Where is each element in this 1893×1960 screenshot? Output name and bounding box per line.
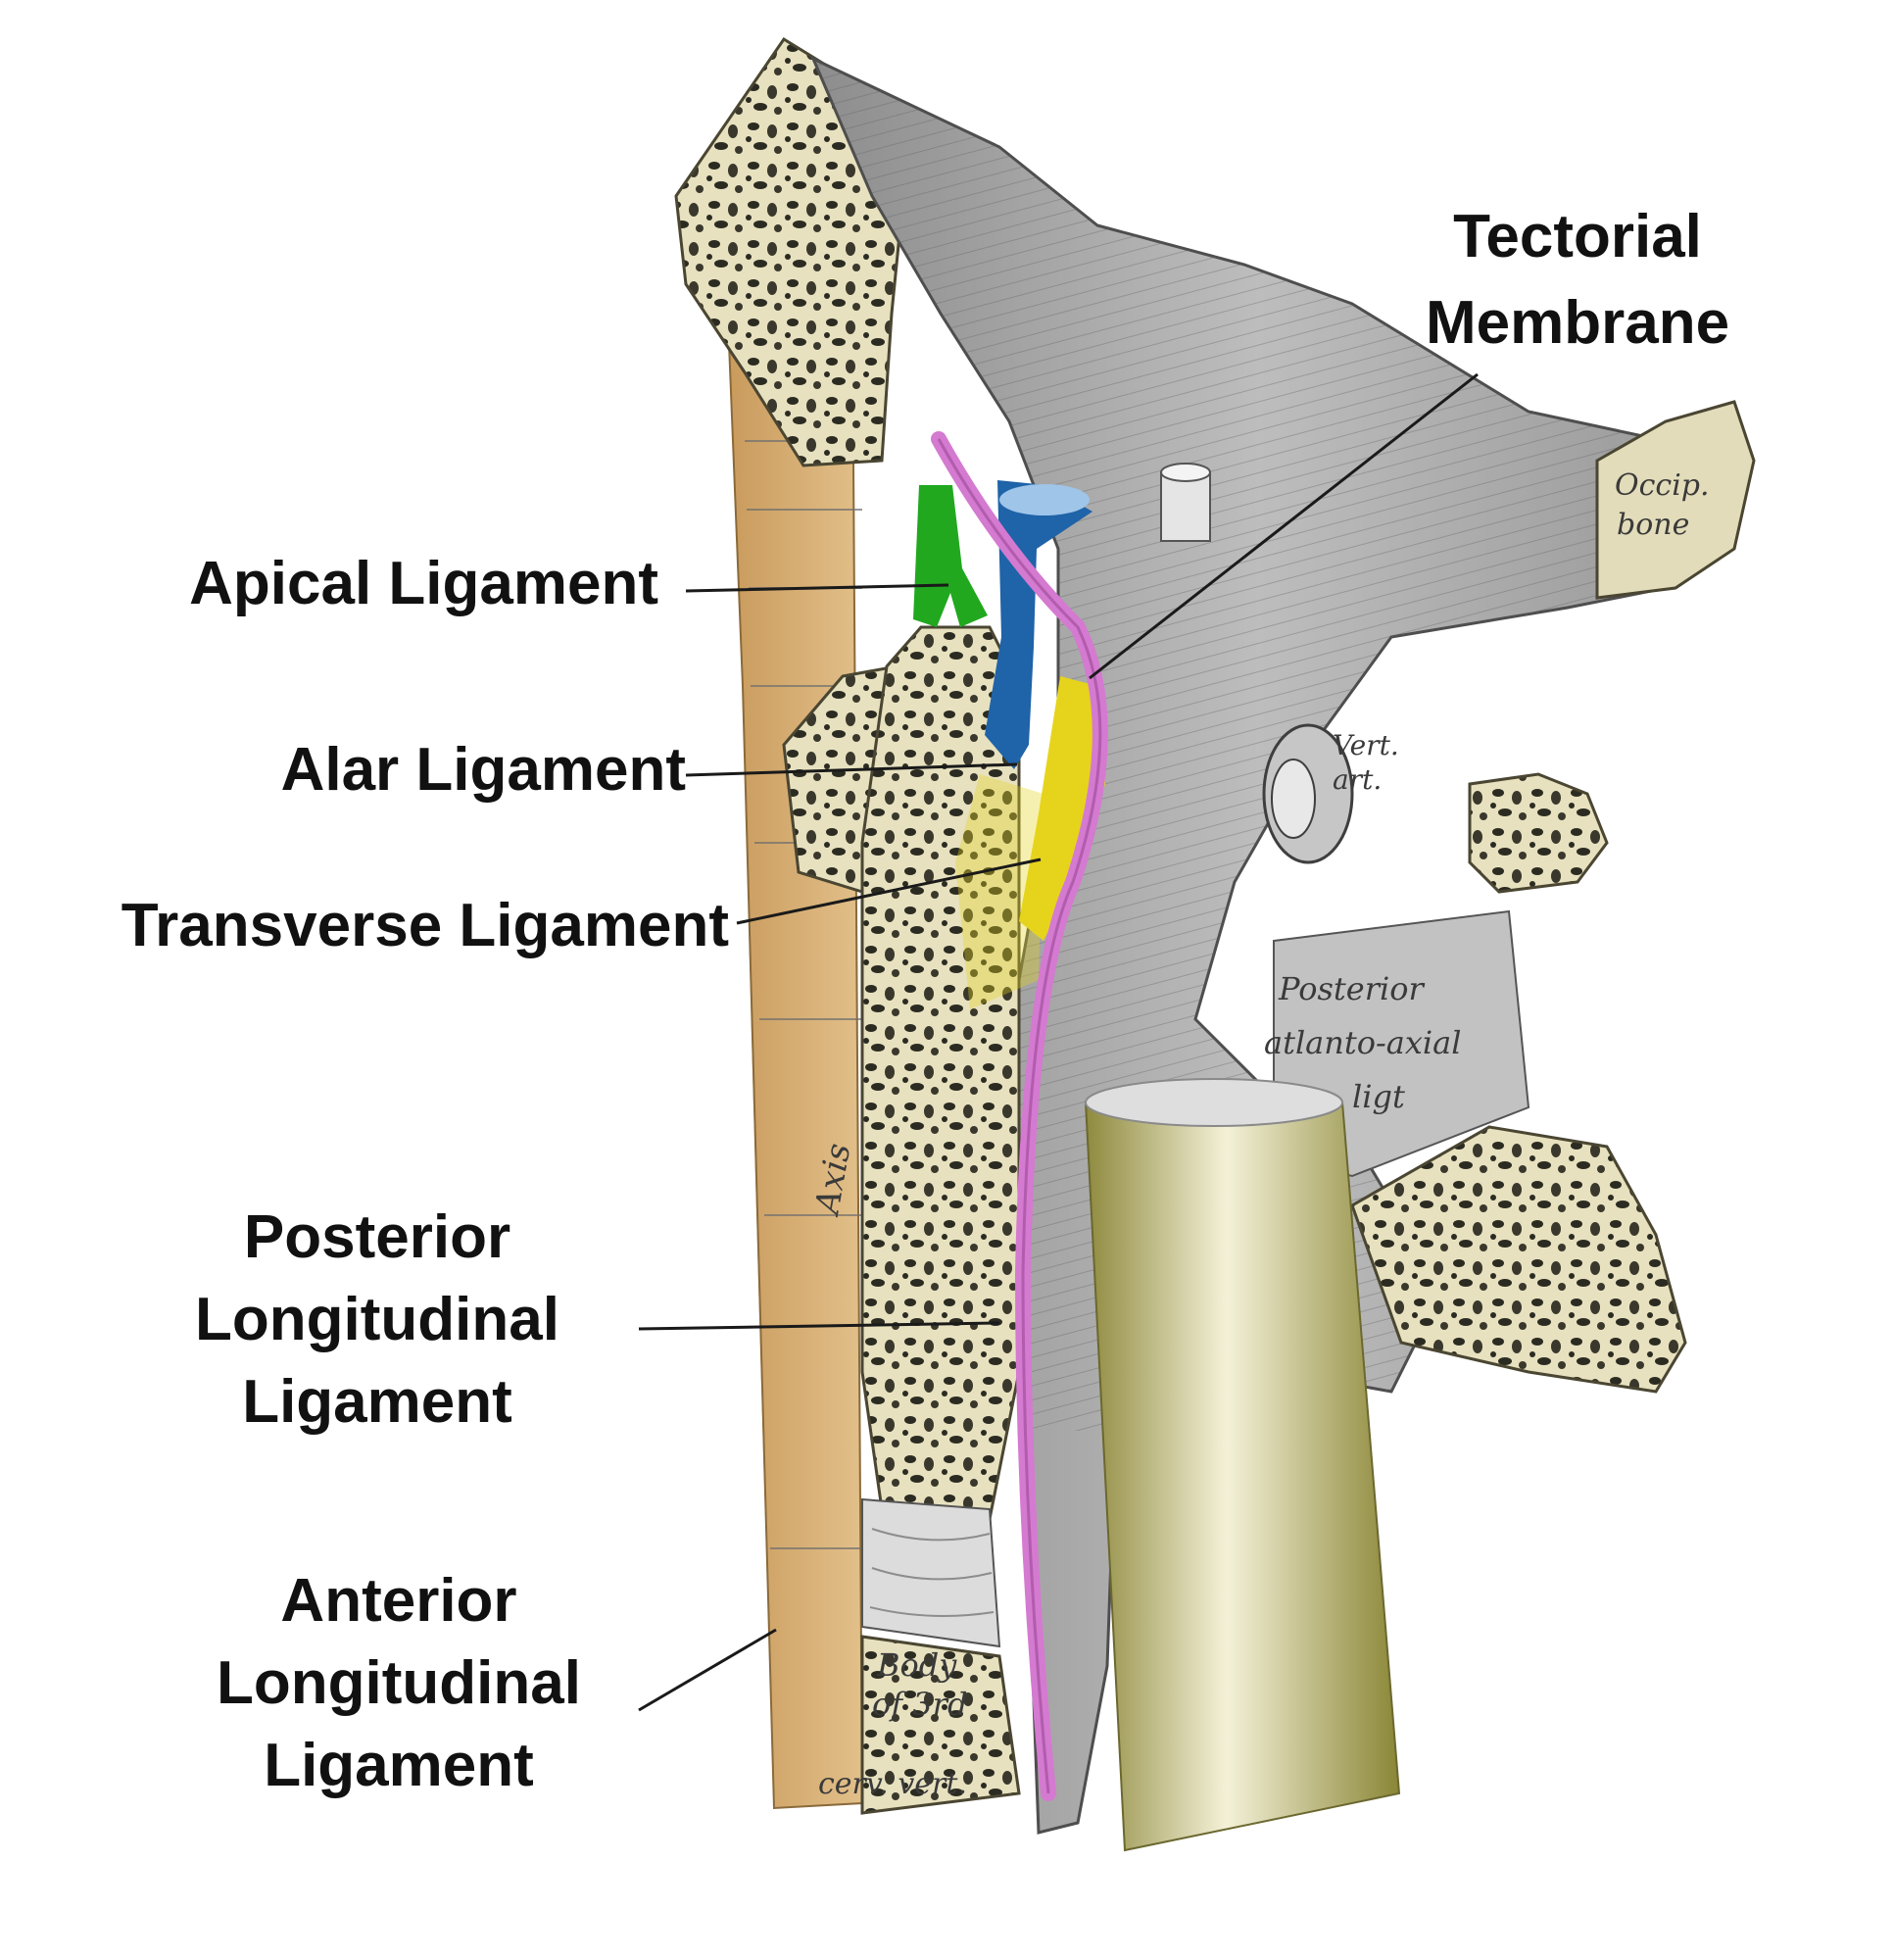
engraved-posterior-3: ligt xyxy=(1352,1078,1405,1115)
labels: Tectorial Membrane Apical Ligament Alar … xyxy=(121,203,1729,1799)
engraved-vert-2: art. xyxy=(1333,763,1382,796)
label-transverse-ligament: Transverse Ligament xyxy=(121,892,729,959)
anterior-band xyxy=(725,292,864,1810)
atlas-posterior-arch xyxy=(1468,772,1609,894)
leader-tectorial xyxy=(1089,372,1479,680)
spinal-cord xyxy=(1084,1102,1401,1852)
occipital-bone-tip xyxy=(1595,400,1756,600)
engraved-occip-2: bone xyxy=(1617,508,1689,542)
leader-posterior-longitudinal xyxy=(638,1321,1000,1331)
engraved-vert-1: Vert. xyxy=(1333,729,1399,761)
axis-spinous-process xyxy=(1350,1125,1687,1394)
label-tectorial-1: Tectorial xyxy=(1453,203,1702,270)
intervertebral-disc xyxy=(861,1497,1001,1648)
engraved-body-1: Body xyxy=(876,1646,957,1684)
leader-anterior-longitudinal xyxy=(638,1628,777,1712)
label-alar-ligament: Alar Ligament xyxy=(281,736,686,804)
engraved-body-3: cerv. vert. xyxy=(818,1767,967,1801)
engraved-posterior-2: atlanto-axial xyxy=(1264,1024,1461,1061)
engraved-occip-1: Occip. xyxy=(1615,468,1710,503)
label-tectorial-2: Membrane xyxy=(1426,289,1729,357)
leader-transverse xyxy=(736,858,1042,925)
label-anterior-longitudinal-2: Longitudinal xyxy=(217,1649,581,1717)
label-posterior-longitudinal-1: Posterior xyxy=(244,1203,510,1271)
third-cervical-body xyxy=(860,1635,1021,1815)
label-posterior-longitudinal-3: Ligament xyxy=(242,1368,512,1436)
apical-ligament-shape xyxy=(913,485,988,627)
spinal-cord-top xyxy=(1085,1078,1343,1127)
label-anterior-longitudinal-3: Ligament xyxy=(264,1732,534,1799)
engraved-posterior-1: Posterior xyxy=(1278,970,1426,1007)
label-apical-ligament: Apical Ligament xyxy=(189,550,658,617)
leader-lines xyxy=(638,372,1479,1712)
axis-body xyxy=(860,625,1021,1521)
leader-apical xyxy=(685,583,949,593)
engraved-body-2: of 3rd xyxy=(872,1686,967,1723)
label-posterior-longitudinal-2: Longitudinal xyxy=(195,1286,559,1353)
label-anterior-longitudinal-1: Anterior xyxy=(280,1567,516,1635)
transverse-ligament-shape xyxy=(1019,676,1105,941)
leader-alar xyxy=(685,762,1018,777)
